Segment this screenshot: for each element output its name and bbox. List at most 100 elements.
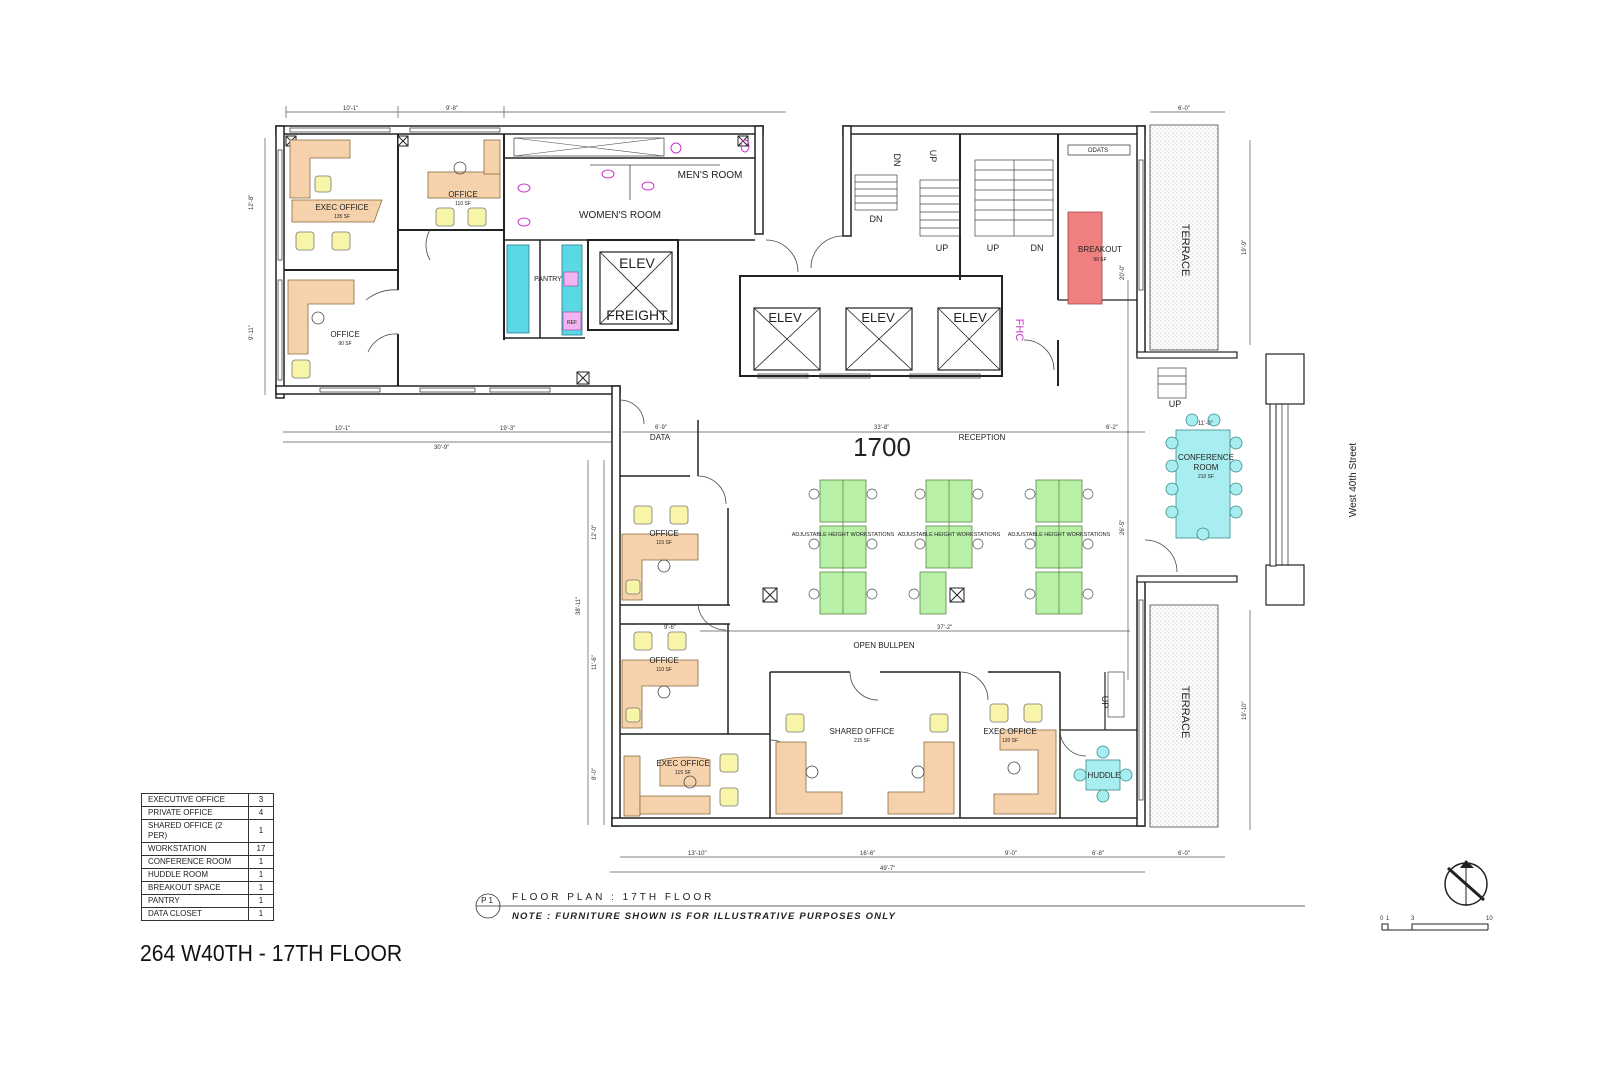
scale-tick-3: 3 <box>1411 916 1415 922</box>
dim-west-total: 38'-11" <box>576 597 582 615</box>
legend-count: 1 <box>248 881 274 895</box>
dim-mid-2: 19'-3" <box>500 426 515 432</box>
dim-bullpen-width: 37'-2" <box>937 625 952 631</box>
conference-room <box>1165 413 1243 541</box>
shared-office <box>775 713 955 815</box>
shared-office-area: 215 SF <box>854 738 870 744</box>
office-nw-top <box>427 139 501 227</box>
passenger-elevators <box>753 307 1001 379</box>
legend-label: BREAKOUT SPACE <box>141 881 249 895</box>
office-w-1 <box>621 505 699 601</box>
legend-label: PRIVATE OFFICE <box>141 806 249 820</box>
windows <box>277 127 1144 801</box>
scale-tick-1: 1 <box>1386 916 1390 922</box>
plan-note: NOTE : FURNITURE SHOWN IS FOR ILLUSTRATI… <box>512 911 897 922</box>
terrace-north-label: TERRACE <box>1179 224 1191 277</box>
legend-count: 17 <box>248 842 274 856</box>
legend-label: HUDDLE ROOM <box>141 868 249 882</box>
suite-number: 1700 <box>853 432 911 462</box>
stairs <box>854 159 1187 718</box>
plan-tag <box>475 893 1305 919</box>
elev-3-label: ELEV <box>953 310 987 325</box>
street-label: West 40th Street <box>1348 443 1359 518</box>
workstations-3-label: ADJUSTABLE HEIGHT WORKSTATIONS <box>1008 532 1111 538</box>
dim-bottom-3: 9'-0" <box>1005 851 1017 857</box>
workstations-2-label: ADJUSTABLE HEIGHT WORKSTATIONS <box>898 532 1001 538</box>
dim-east-width: 6'-2" <box>1106 425 1118 431</box>
legend-count: 1 <box>248 819 274 843</box>
legend-count: 3 <box>248 793 274 807</box>
dim-bottom-1: 13'-10" <box>688 851 707 857</box>
office-w-2 <box>621 631 699 729</box>
breakout-area: 90 SF <box>1093 257 1106 263</box>
open-bullpen-label: OPEN BULLPEN <box>853 641 915 650</box>
dim-left-1: 12'-8" <box>249 195 255 210</box>
dim-terrace-1: 19'-9" <box>1242 240 1248 255</box>
stair-up-5: UP <box>1100 696 1110 709</box>
legend-count: 1 <box>248 868 274 882</box>
mens-room-label: MEN'S ROOM <box>678 170 743 181</box>
exec-office-s-area: 120 SF <box>1002 738 1018 744</box>
legend-count: 4 <box>248 806 274 820</box>
doors <box>365 229 1178 769</box>
dim-west-1: 12'-0" <box>592 525 598 540</box>
dim-bottom-2: 16'-6" <box>860 851 875 857</box>
workstation-chairs <box>808 488 1094 600</box>
huddle-room <box>1073 745 1133 803</box>
pantry-label: PANTRY <box>534 276 562 283</box>
scale-tick-10: 10 <box>1486 916 1493 922</box>
pantry <box>506 244 583 336</box>
scale-tick-0: 0 <box>1380 916 1384 922</box>
dim-bottom-4: 6'-8" <box>1092 851 1104 857</box>
exec-office-nw <box>289 139 383 251</box>
plan-caption: FLOOR PLAN : 17TH FLOOR <box>512 892 715 903</box>
plan-tag-label: P 1 <box>481 896 493 905</box>
dim-east-2: 26'-5" <box>1120 520 1126 535</box>
office-w-1-name: OFFICE <box>649 529 678 538</box>
breakout <box>1067 144 1131 305</box>
fhc-label: FHC <box>1013 319 1025 342</box>
restrooms <box>513 137 750 227</box>
workstation-cluster-3 <box>1035 479 1083 615</box>
dim-mid-total: 30'-9" <box>434 445 449 451</box>
data-label: DATA <box>650 433 671 442</box>
dim-office-width: 9'-6" <box>664 625 676 631</box>
conference-name-1: CONFERENCE <box>1178 453 1234 462</box>
exec-office-s-name: EXEC OFFICE <box>983 727 1036 736</box>
exec-office-s <box>989 703 1057 815</box>
workstation-cluster-2 <box>919 479 973 615</box>
stair-up-3: UP <box>987 243 1000 253</box>
elev-2-label: ELEV <box>861 310 895 325</box>
terrace-south-area <box>1149 604 1219 828</box>
dimension-lines <box>264 106 1251 873</box>
conference-area: 210 SF <box>1198 474 1214 480</box>
dim-terrace-2: 19'-10" <box>1242 701 1248 720</box>
dim-mid-1: 10'-1" <box>335 426 350 432</box>
dim-bottom-5: 6'-0" <box>1178 851 1190 857</box>
exec-office-sw-area: 115 SF <box>675 770 691 776</box>
office-nw-bottom-name: OFFICE <box>330 330 359 339</box>
office-nw-bottom <box>287 279 355 379</box>
dim-data-width: 6'-9" <box>655 425 667 431</box>
freight-label: FREIGHT <box>606 307 668 323</box>
conf-width-dim: 11'-0" <box>1198 421 1213 427</box>
stair-dn-3: DN <box>1031 243 1044 253</box>
breakout-name: BREAKOUT <box>1078 245 1122 254</box>
legend-row: SHARED OFFICE (2 PER)1 <box>141 819 274 843</box>
dim-top-1: 10'-1" <box>343 106 358 112</box>
dim-reception-width: 33'-8" <box>874 425 889 431</box>
walls <box>275 125 1305 827</box>
elev-1-label: ELEV <box>768 310 802 325</box>
huddle-label: HUDDLE <box>1088 771 1121 780</box>
legend-label: PANTRY <box>141 894 249 908</box>
exec-office-sw <box>623 753 739 817</box>
terrace-north-area <box>1149 124 1219 351</box>
